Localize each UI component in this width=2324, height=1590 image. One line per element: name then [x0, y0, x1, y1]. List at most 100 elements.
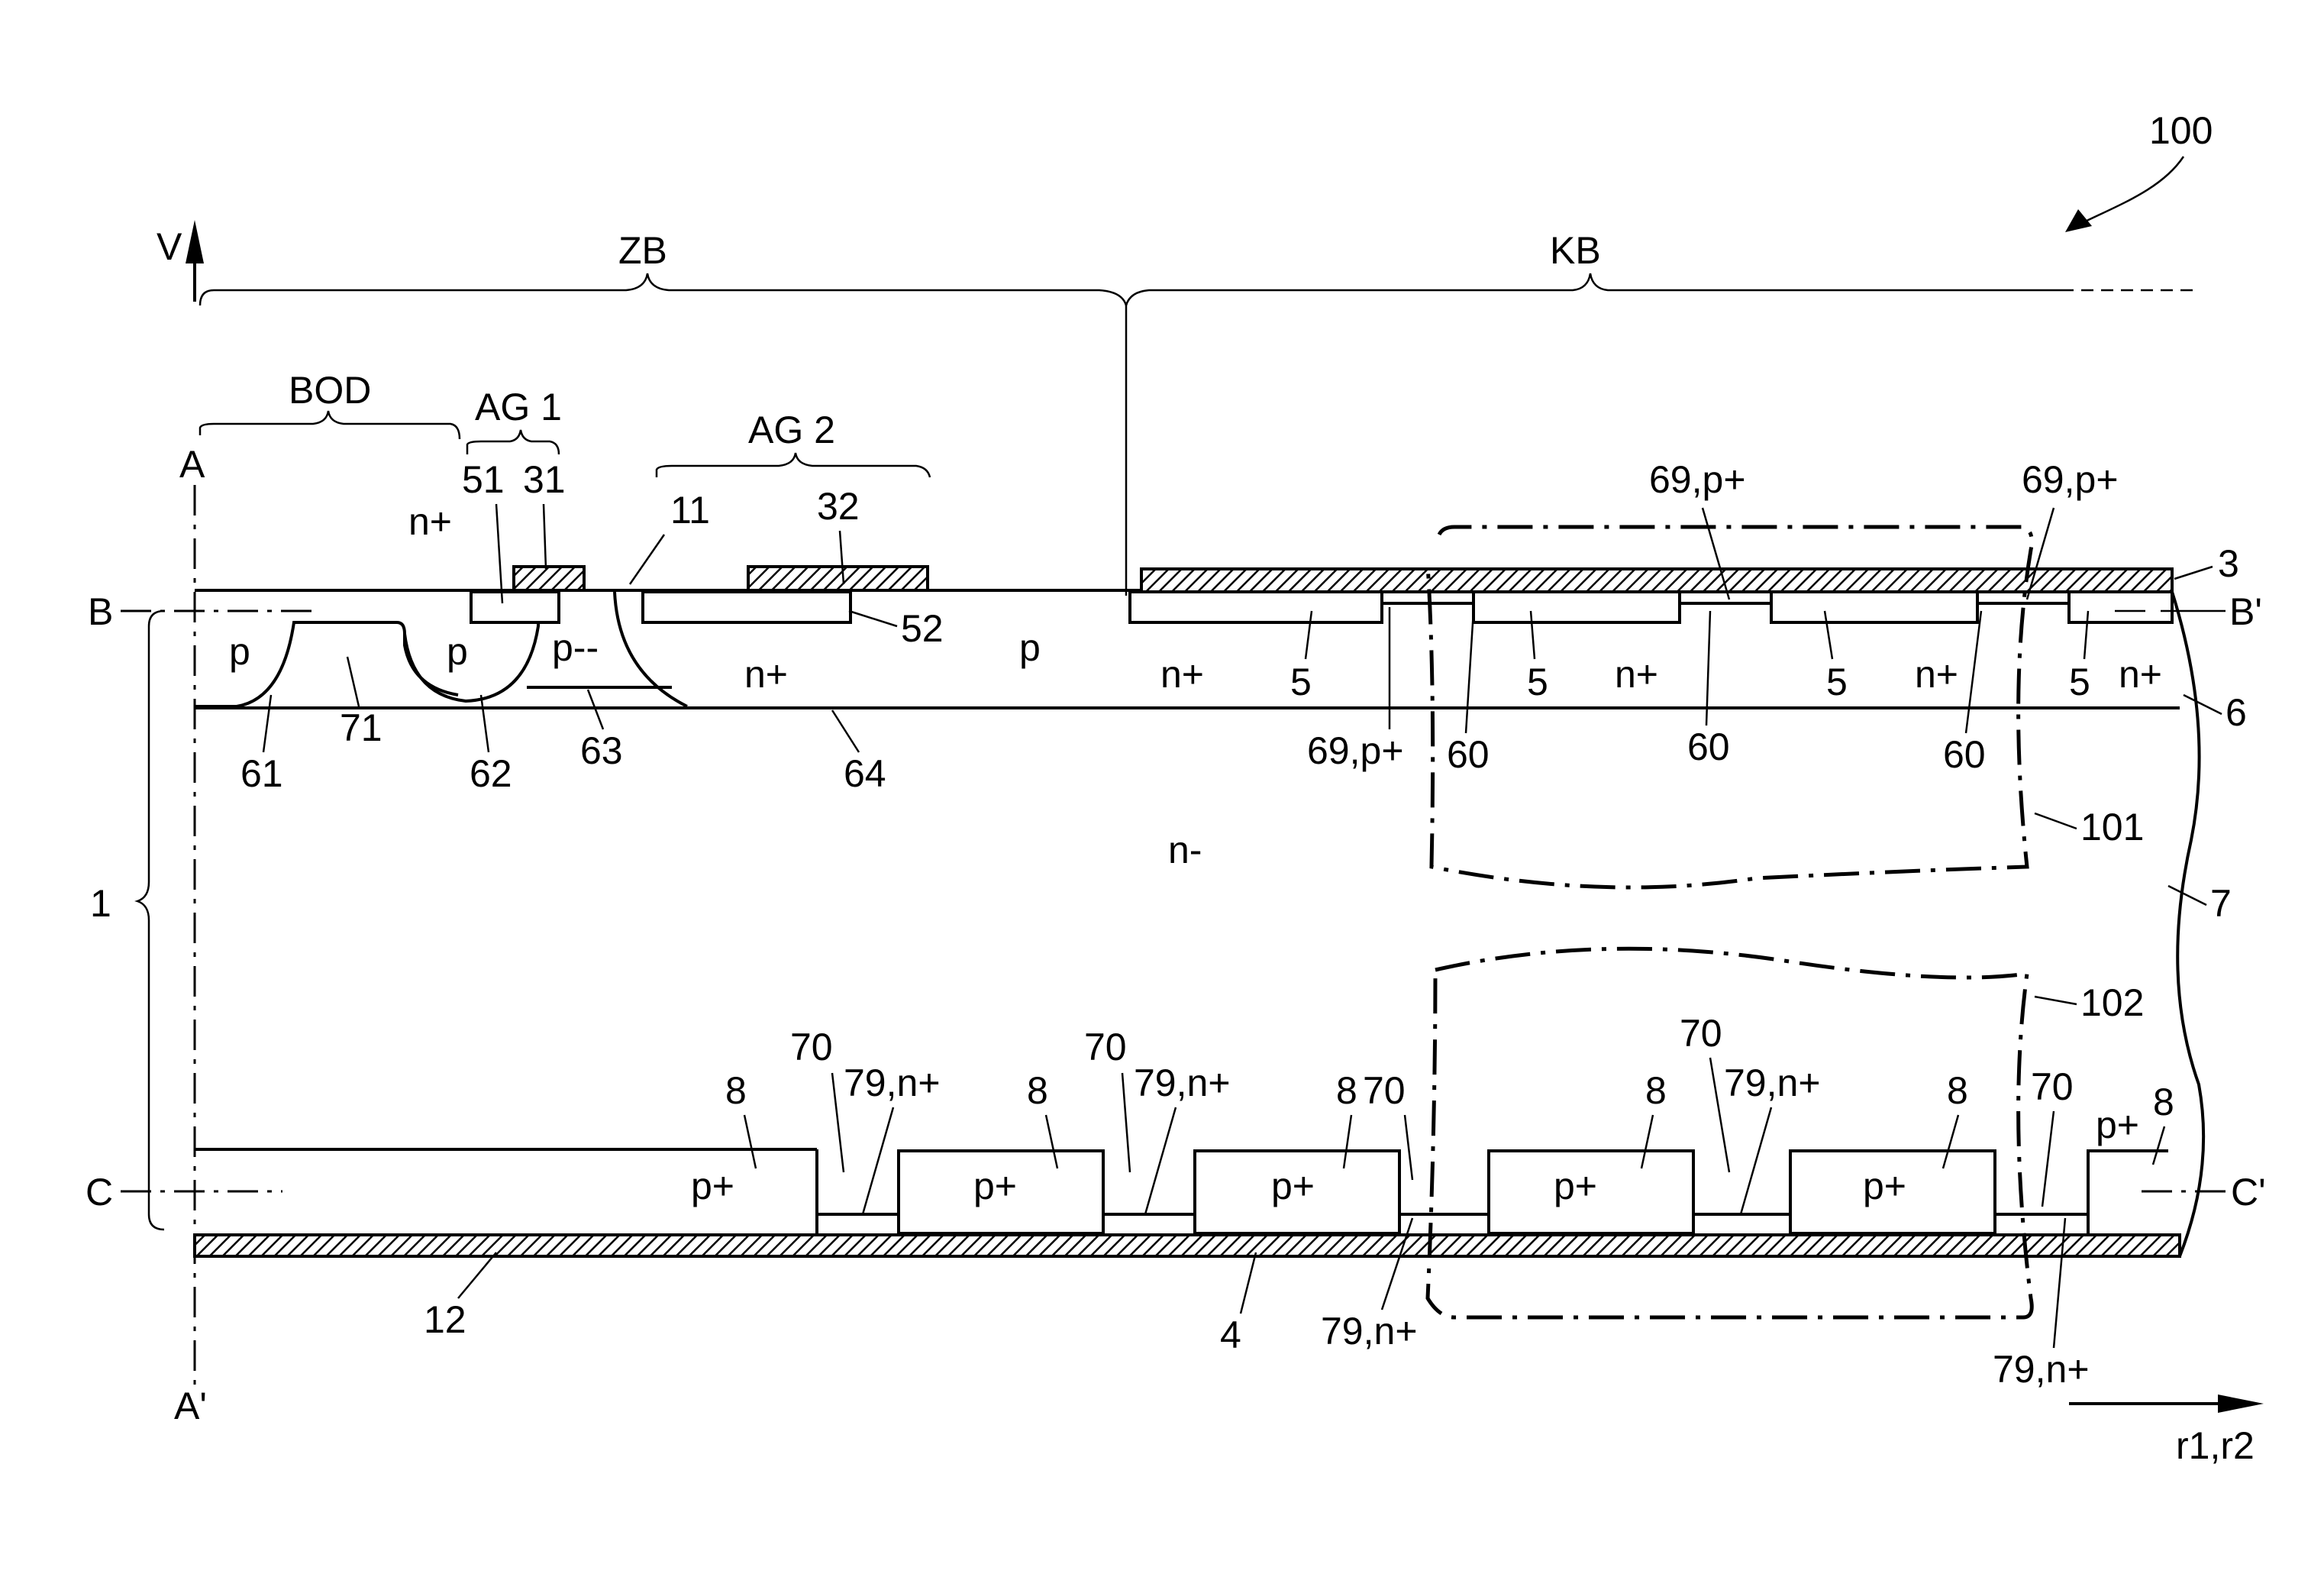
doping-label-p-plus-8c: p+	[1271, 1165, 1315, 1207]
ref-leader-60-c	[1966, 611, 1981, 733]
ref-label-6: 6	[2226, 691, 2247, 734]
ref-label-5-d: 5	[2069, 661, 2090, 703]
gate-electrode-31	[514, 567, 584, 590]
ref-leader-79-d	[1741, 1107, 1771, 1214]
section-label-c: C	[86, 1171, 113, 1214]
doping-label-p-plus-8d: p+	[1554, 1165, 1597, 1207]
ref-leader-102	[2035, 997, 2077, 1004]
doping-label-p-plus-8a: p+	[691, 1165, 734, 1207]
doping-label-p-61: p	[229, 630, 250, 673]
ref-label-70-d: 70	[1680, 1012, 1722, 1055]
section-label-a-prime: A'	[174, 1385, 207, 1427]
ref-label-79-e: 79,n+	[1993, 1348, 2090, 1391]
doping-label-n-minus: n-	[1168, 829, 1202, 871]
n-plus-region-5-c	[1771, 592, 1977, 622]
ref-leader-8-a	[744, 1115, 756, 1168]
n-plus-region-52	[643, 592, 851, 622]
ref-leader-64	[832, 710, 859, 752]
ref-leader-52	[849, 611, 897, 626]
body-ref-label: 1	[90, 882, 111, 925]
ref-label-32: 32	[817, 485, 860, 528]
bod-brace	[200, 411, 460, 439]
ref-label-4: 4	[1220, 1314, 1241, 1356]
ref-label-8-c: 8	[1336, 1069, 1357, 1112]
ref-label-69-a: 69,p+	[1649, 458, 1746, 501]
ag2-label: AG 2	[748, 409, 835, 451]
section-label-b-prime: B'	[2229, 590, 2262, 633]
ref-label-8-a: 8	[725, 1069, 747, 1112]
doping-label-n-plus-5c: n+	[1915, 653, 1958, 696]
ref-label-63: 63	[580, 729, 623, 772]
doping-label-p-plus-8b: p+	[973, 1165, 1017, 1207]
ref-label-79-b: 79,n+	[1134, 1062, 1231, 1104]
electrode-32	[748, 567, 928, 590]
ref-label-5-a: 5	[1290, 661, 1312, 703]
ref-label-69-c: 69,p+	[1307, 729, 1404, 772]
radial-axis-label: r1,r2	[2176, 1424, 2255, 1467]
ref-label-60-c: 60	[1943, 733, 1986, 776]
ref-label-79-a: 79,n+	[844, 1062, 941, 1104]
p-well-62	[405, 622, 538, 701]
section-label-a: A	[179, 443, 205, 486]
ref-label-8-f: 8	[2153, 1081, 2174, 1123]
ref-leader-8-d	[1641, 1115, 1653, 1168]
ref-label-12: 12	[424, 1298, 466, 1341]
ref-label-79-d: 79,n+	[1724, 1062, 1821, 1104]
ref-label-3: 3	[2218, 542, 2239, 585]
doping-label-p-plus-8f: p+	[2096, 1104, 2139, 1146]
doping-label-n-plus-5b: n+	[1615, 653, 1658, 696]
region-63-boundary	[615, 592, 687, 706]
ref-leader-61	[263, 695, 271, 752]
doping-label-n-plus-52: n+	[744, 653, 788, 696]
ag1-brace	[467, 430, 559, 454]
ref-label-7: 7	[2210, 882, 2232, 925]
ref-label-31: 31	[523, 458, 566, 501]
doping-label-n-plus-5a: n+	[1160, 653, 1204, 696]
ref-leader-70-b	[1122, 1073, 1130, 1172]
ref-label-8-d: 8	[1645, 1069, 1667, 1112]
ag2-brace	[657, 453, 930, 477]
ref-leader-5-d	[2084, 611, 2088, 659]
bottom-metallization-4	[195, 1235, 2180, 1256]
ref-leader-60-a	[1466, 611, 1473, 733]
ref-label-101: 101	[2080, 806, 2144, 848]
ref-leader-5-c	[1825, 611, 1832, 659]
ref-leader-5-a	[1306, 611, 1312, 659]
ref-leader-79-b	[1145, 1107, 1176, 1214]
zb-brace	[200, 273, 1126, 305]
ref-leader-101	[2035, 813, 2077, 829]
ref-label-5-c: 5	[1826, 661, 1848, 703]
ref-leader-6	[2184, 695, 2222, 714]
ref-leader-5-b	[1531, 611, 1535, 659]
ref-label-5-b: 5	[1527, 661, 1548, 703]
doping-label-p-minus-minus: p--	[552, 626, 599, 669]
ref-leader-70-a	[832, 1073, 844, 1172]
ref-label-70-b: 70	[1084, 1026, 1127, 1068]
ref-label-71: 71	[340, 706, 382, 749]
ref-label-70-e: 70	[2031, 1065, 2074, 1108]
ref-label-102: 102	[2080, 981, 2144, 1024]
n-plus-region-5-d	[2069, 592, 2172, 622]
ref-label-64: 64	[844, 752, 886, 795]
doping-label-p-62: p	[447, 630, 468, 673]
ref-leader-51	[496, 504, 502, 603]
radial-axis-arrowhead	[2218, 1394, 2264, 1413]
ref-label-61: 61	[240, 752, 283, 795]
ref-label-69-b: 69,p+	[2022, 458, 2119, 501]
figure-number-label: 100	[2149, 109, 2213, 152]
n-plus-region-5-a	[1130, 592, 1382, 622]
n-plus-region-51	[471, 592, 559, 622]
figure-number-arrow	[2073, 157, 2184, 228]
ref-leader-4	[1241, 1252, 1256, 1314]
ref-leader-11	[630, 535, 664, 584]
section-label-b: B	[88, 590, 113, 633]
v-axis-label: V	[157, 225, 182, 268]
ref-label-60-b: 60	[1687, 726, 1730, 768]
ref-label-8-b: 8	[1027, 1069, 1048, 1112]
top-metallization-3	[1141, 569, 2172, 592]
ref-leader-3	[2174, 567, 2213, 579]
section-label-c-prime: C'	[2231, 1171, 2266, 1214]
ref-label-70-c: 70	[1363, 1069, 1406, 1112]
ref-leader-8-e	[1943, 1115, 1958, 1168]
